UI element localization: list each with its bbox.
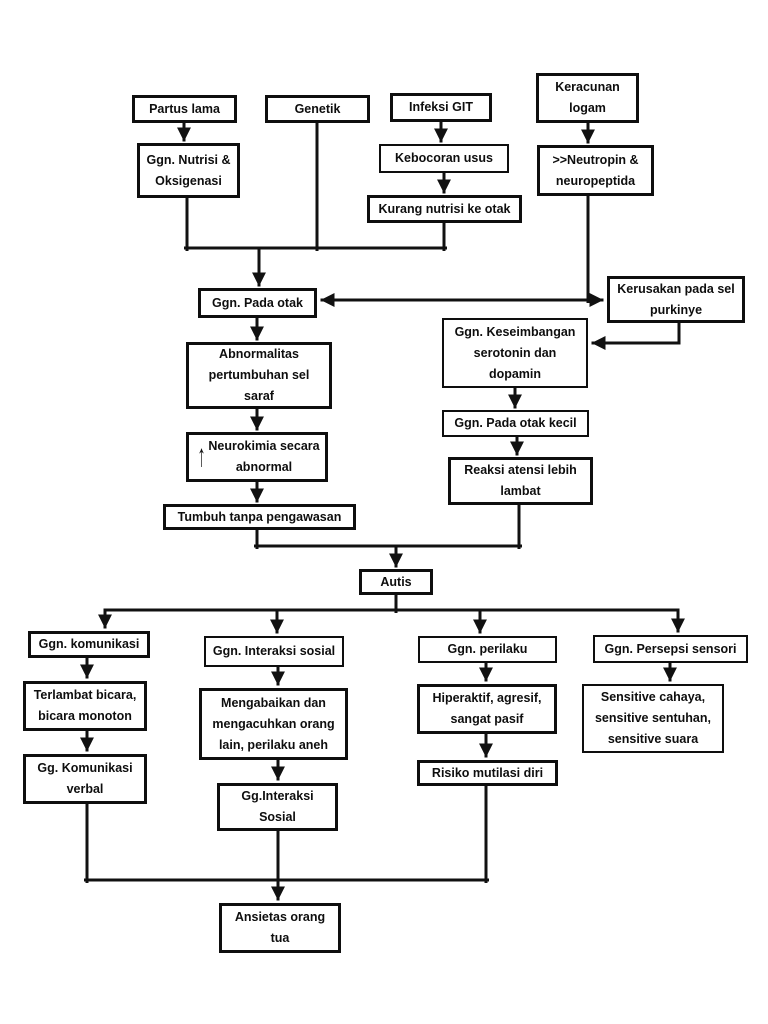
node-partus-lama: Partus lama bbox=[132, 95, 237, 123]
node-label: Ansietas orang tua bbox=[234, 910, 326, 945]
node-infeksi-git: Infeksi GIT bbox=[390, 93, 492, 122]
node-keracunan-logam: Keracunan logam bbox=[536, 73, 639, 123]
node-label: Mengabaikan dan mengacuhkan orang lain, … bbox=[212, 695, 335, 752]
node-ggn-persepsi-sensori: Ggn. Persepsi sensori bbox=[593, 635, 748, 663]
node-label: Genetik bbox=[294, 101, 341, 116]
node-label: Neurokimia secara abnormal bbox=[208, 439, 320, 474]
node-ggn-pada-otak-kecil: Ggn. Pada otak kecil bbox=[442, 410, 589, 437]
node-risiko-mutilasi-diri: Risiko mutilasi diri bbox=[417, 760, 558, 786]
node-label: Infeksi GIT bbox=[409, 100, 473, 114]
increase-arrow-icon: ↑ bbox=[197, 438, 206, 474]
node-ggn-pada-otak: Ggn. Pada otak bbox=[198, 288, 317, 318]
node-gg-komunikasi-verbal: Gg. Komunikasi verbal bbox=[23, 754, 147, 804]
node-label: Ggn. perilaku bbox=[447, 642, 528, 656]
node-label: Ggn. Pada otak bbox=[212, 295, 303, 310]
node-label: Sensitive cahaya, sensitive sentuhan, se… bbox=[594, 690, 711, 746]
node-sensitive-sensori: Sensitive cahaya, sensitive sentuhan, se… bbox=[582, 684, 724, 753]
node-ggn-perilaku: Ggn. perilaku bbox=[418, 636, 557, 663]
node-tumbuh-tanpa-pengawasan: Tumbuh tanpa pengawasan bbox=[163, 504, 356, 530]
node-label: Autis bbox=[380, 574, 412, 589]
node-label: Kurang nutrisi ke otak bbox=[378, 201, 511, 216]
node-abnormalitas-sel-saraf: Abnormalitas pertumbuhan sel saraf bbox=[186, 342, 332, 409]
node-kerusakan-sel-purkinye: Kerusakan pada sel purkinye bbox=[607, 276, 745, 323]
node-label: Terlambat bicara, bicara monoton bbox=[33, 688, 137, 723]
node-hiperaktif: Hiperaktif, agresif, sangat pasif bbox=[417, 684, 557, 734]
node-autis: Autis bbox=[359, 569, 433, 595]
node-label: Gg. Komunikasi verbal bbox=[37, 761, 133, 796]
node-neurokimia-abnormal: ↑ Neurokimia secara abnormal bbox=[186, 432, 328, 482]
node-reaksi-atensi: Reaksi atensi lebih lambat bbox=[448, 457, 593, 505]
node-ggn-keseimbangan: Ggn. Keseimbangan serotonin dan dopamin bbox=[442, 318, 588, 388]
node-ggn-nutrisi-oksigenasi: Ggn. Nutrisi & Oksigenasi bbox=[137, 143, 240, 198]
edge-purkinye-to-serotonin bbox=[591, 321, 681, 351]
node-label: Kerusakan pada sel purkinye bbox=[617, 281, 735, 317]
node-neutropin-neuropeptida: >>Neutropin & neuropeptida bbox=[537, 145, 654, 196]
node-mengabaikan-orang: Mengabaikan dan mengacuhkan orang lain, … bbox=[199, 688, 348, 760]
node-label: Ggn. Persepsi sensori bbox=[604, 641, 737, 656]
node-label: Risiko mutilasi diri bbox=[431, 765, 544, 780]
node-genetik: Genetik bbox=[265, 95, 370, 123]
node-label: Ggn. Pada otak kecil bbox=[454, 416, 577, 430]
node-label: Abnormalitas pertumbuhan sel saraf bbox=[208, 347, 310, 403]
node-gg-interaksi-sosial: Gg.Interaksi Sosial bbox=[217, 783, 338, 831]
node-label: Ggn. Nutrisi & Oksigenasi bbox=[146, 152, 231, 188]
node-kebocoran-usus: Kebocoran usus bbox=[379, 144, 509, 173]
node-terlambat-bicara: Terlambat bicara, bicara monoton bbox=[23, 681, 147, 731]
node-ggn-komunikasi: Ggn. komunikasi bbox=[28, 631, 150, 658]
node-ggn-interaksi-sosial: Ggn. Interaksi sosial bbox=[204, 636, 344, 667]
node-label: Hiperaktif, agresif, sangat pasif bbox=[432, 691, 542, 726]
node-label: Reaksi atensi lebih lambat bbox=[464, 463, 577, 498]
node-label: Partus lama bbox=[149, 101, 220, 116]
node-label: >>Neutropin & neuropeptida bbox=[552, 152, 639, 188]
node-label: Ggn. Keseimbangan serotonin dan dopamin bbox=[454, 324, 576, 381]
node-ansietas-orang-tua: Ansietas orang tua bbox=[219, 903, 341, 953]
node-label: Ggn. Interaksi sosial bbox=[212, 644, 336, 658]
node-label: Tumbuh tanpa pengawasan bbox=[177, 509, 342, 524]
node-label: Gg.Interaksi Sosial bbox=[241, 789, 314, 824]
node-kurang-nutrisi-ke-otak: Kurang nutrisi ke otak bbox=[367, 195, 522, 223]
node-label: Ggn. komunikasi bbox=[38, 637, 140, 651]
node-label: Kebocoran usus bbox=[395, 151, 493, 165]
node-label: Keracunan logam bbox=[555, 80, 620, 115]
